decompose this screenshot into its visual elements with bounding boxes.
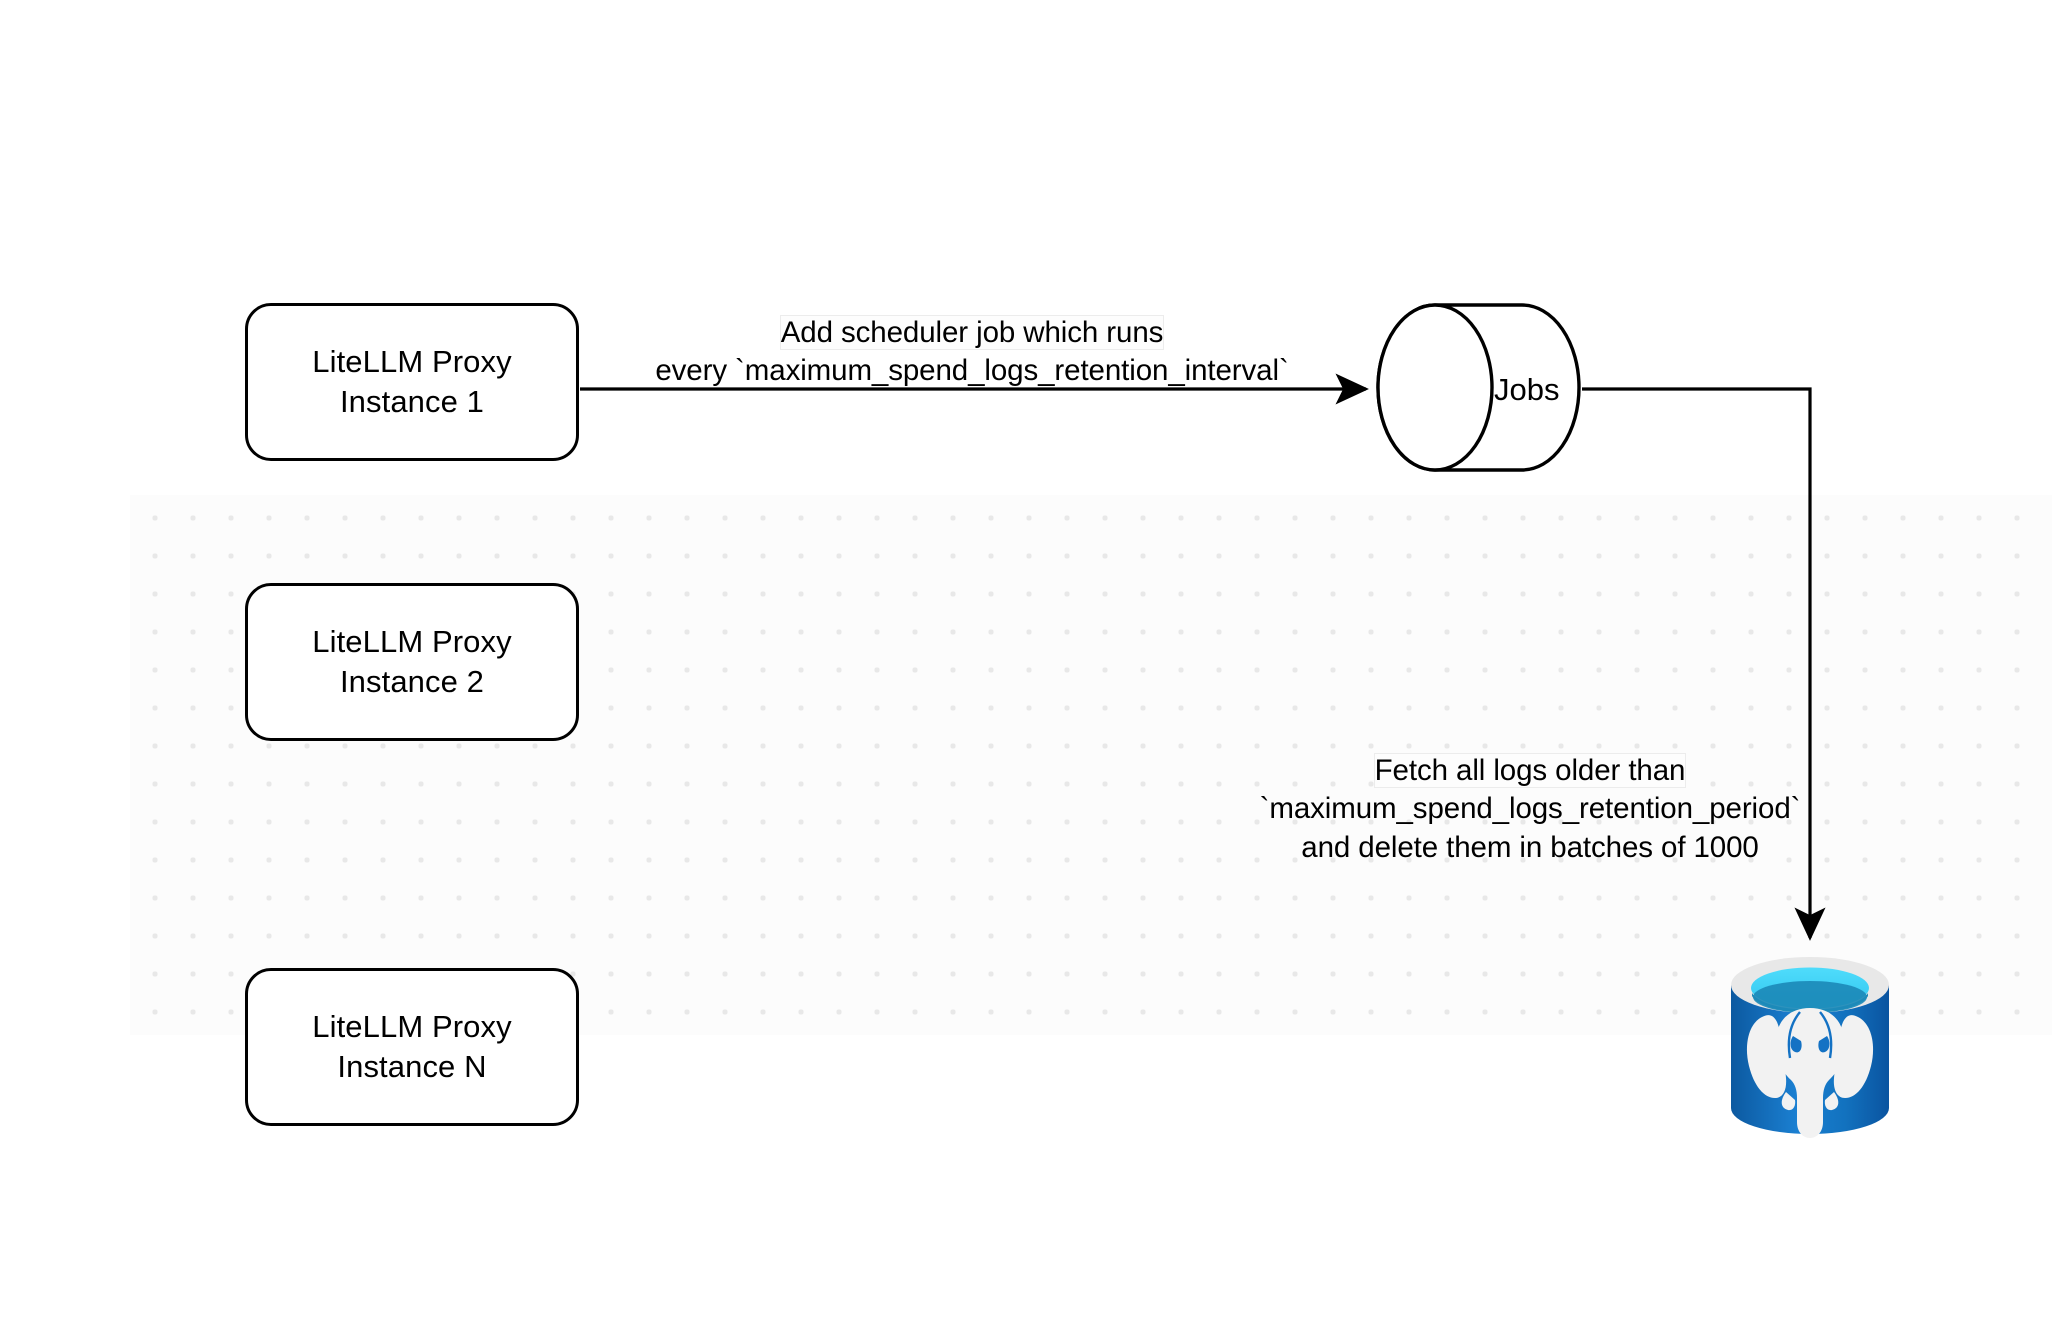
edge-label-line2: every `maximum_spend_logs_retention_inte… (655, 354, 1289, 388)
node-label-line2: Instance 2 (339, 664, 485, 699)
edge-label-scheduler: Add scheduler job which runs every `maxi… (622, 314, 1322, 391)
node-label: LiteLLM Proxy Instance 1 (312, 342, 511, 421)
edge-label-cleanup: Fetch all logs older than `maximum_spend… (1250, 752, 1810, 867)
node-label-line1: LiteLLM Proxy (312, 344, 512, 380)
jobs-cylinder-shape (1376, 303, 1581, 472)
postgresql-database-icon (1731, 957, 1889, 1138)
node-litellm-proxy-instance-n[interactable]: LiteLLM Proxy Instance N (245, 968, 579, 1126)
edge-label-line2: `maximum_spend_logs_retention_period` (1259, 792, 1801, 826)
edge-label-line3: and delete them in batches of 1000 (1301, 830, 1759, 864)
jobs-cylinder-label: Jobs (1494, 372, 1560, 407)
node-label: LiteLLM Proxy Instance 2 (312, 622, 511, 701)
node-litellm-proxy-instance-2[interactable]: LiteLLM Proxy Instance 2 (245, 583, 579, 741)
node-label-line2: Instance 1 (339, 384, 485, 419)
node-label-line1: LiteLLM Proxy (312, 624, 512, 660)
node-litellm-proxy-instance-1[interactable]: LiteLLM Proxy Instance 1 (245, 303, 579, 461)
node-label-line1: LiteLLM Proxy (312, 1009, 512, 1045)
edge-label-line1: Add scheduler job which runs (780, 316, 1164, 349)
edge-jobs-to-database (1582, 387, 1826, 941)
node-label: LiteLLM Proxy Instance N (312, 1007, 511, 1086)
node-label-line2: Instance N (337, 1049, 487, 1084)
edge-label-line1: Fetch all logs older than (1374, 754, 1686, 787)
